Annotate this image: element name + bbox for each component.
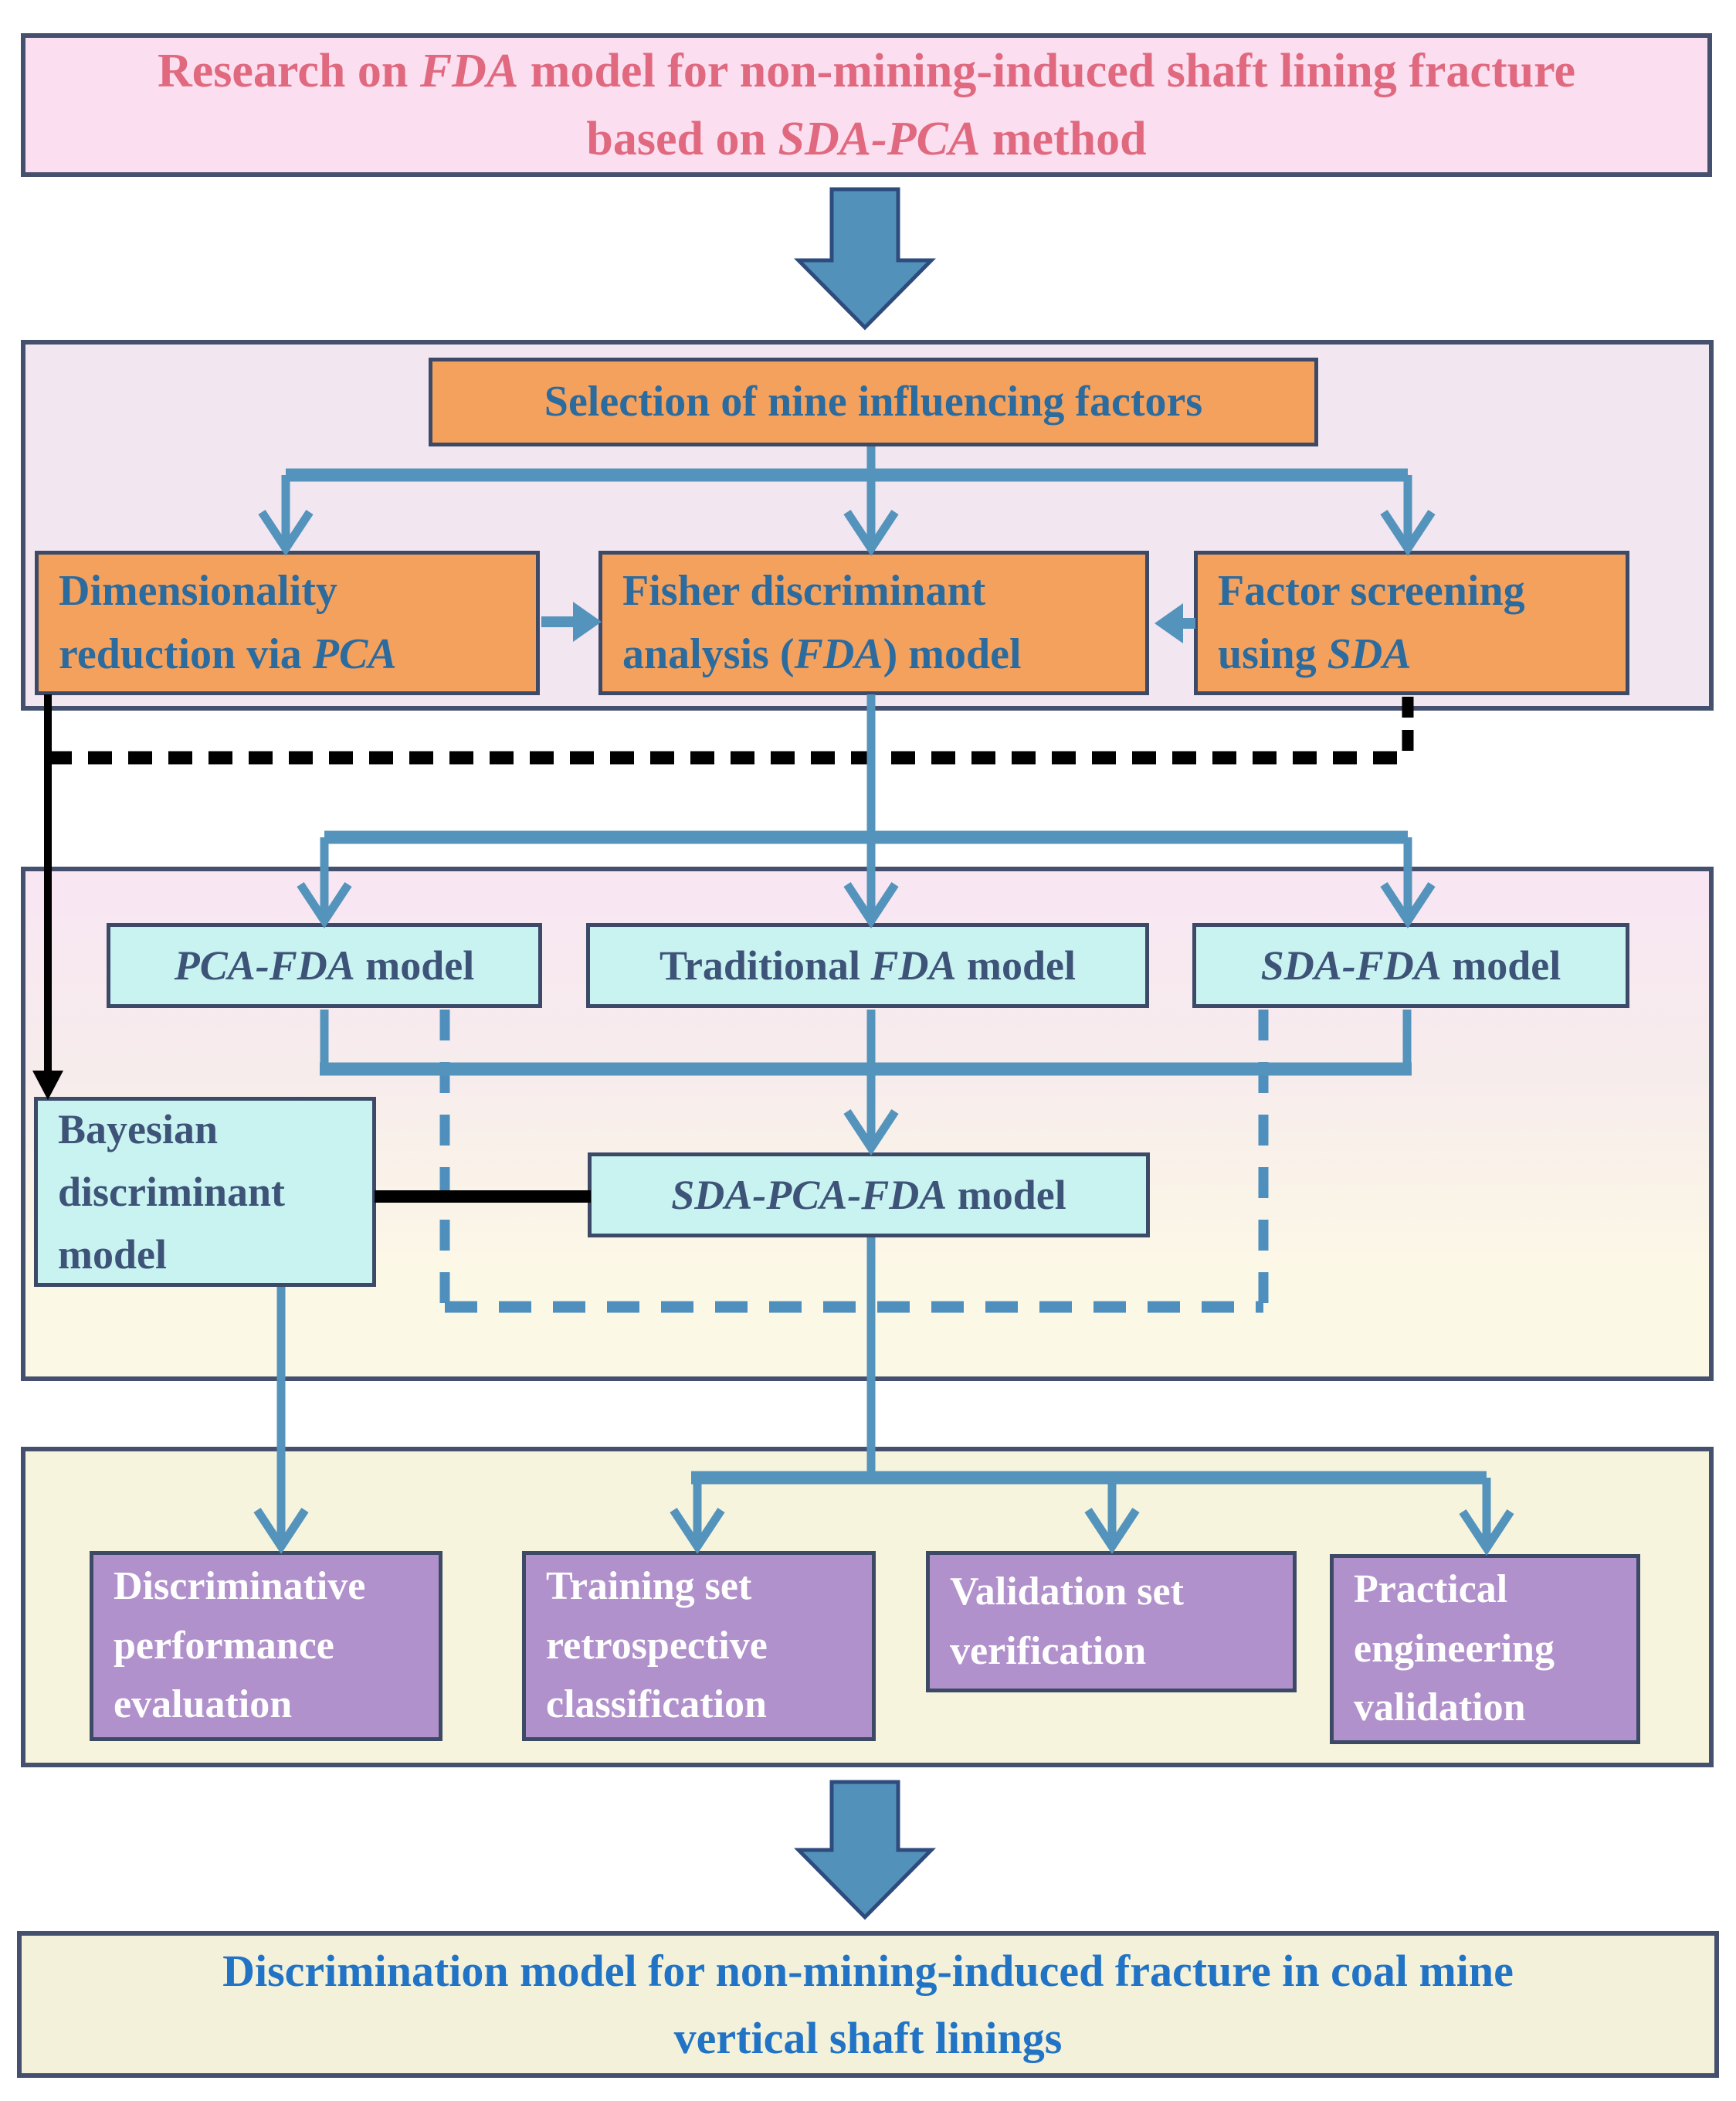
performance-evaluation-label: Discriminative performance evaluation (114, 1563, 366, 1727)
node-training-set-classification: Training set retrospective classificatio… (522, 1551, 876, 1741)
pca-fda-label: PCA-FDA model (174, 942, 475, 989)
research-title-label: Research on FDA model for non-mining-ind… (157, 44, 1575, 165)
node-factor-screening-sda: Factor screening using SDA (1194, 551, 1629, 695)
dimensionality-reduction-label: Dimensionality reduction via PCA (59, 567, 397, 678)
node-traditional-fda-model: Traditional FDA model (586, 923, 1149, 1008)
factor-screening-label: Factor screening using SDA (1218, 567, 1525, 678)
node-sda-pca-fda-model: SDA-PCA-FDA model (588, 1152, 1150, 1237)
block-arrow-down-bottom-icon (794, 1780, 936, 1920)
node-dimensionality-reduction-pca: Dimensionality reduction via PCA (35, 551, 540, 695)
fisher-fda-label: Fisher discriminant analysis (FDA) model (622, 567, 1022, 678)
traditional-fda-label: Traditional FDA model (659, 942, 1077, 989)
validation-set-label: Validation set verification (950, 1569, 1184, 1673)
node-discrimination-result: Discrimination model for non-mining-indu… (17, 1931, 1719, 2078)
node-selection-factors: Selection of nine influencing factors (429, 358, 1318, 446)
node-fisher-fda-model: Fisher discriminant analysis (FDA) model (598, 551, 1149, 695)
node-bayesian-discriminant-model: Bayesian discriminant model (34, 1097, 376, 1287)
node-sda-fda-model: SDA-FDA model (1192, 923, 1629, 1008)
node-pca-fda-model: PCA-FDA model (107, 923, 542, 1008)
node-research-title: Research on FDA model for non-mining-ind… (21, 33, 1712, 177)
selection-factors-label: Selection of nine influencing factors (544, 377, 1203, 426)
training-set-label: Training set retrospective classificatio… (546, 1563, 768, 1727)
sda-pca-fda-label: SDA-PCA-FDA model (671, 1171, 1066, 1218)
bayesian-label: Bayesian discriminant model (58, 1105, 286, 1278)
sda-fda-label: SDA-FDA model (1260, 942, 1561, 989)
result-label: Discrimination model for non-mining-indu… (222, 1946, 1514, 2063)
practical-validation-label: Practical engineering validation (1354, 1566, 1555, 1730)
block-arrow-down-icon (794, 187, 936, 331)
node-validation-set-verification: Validation set verification (926, 1551, 1297, 1692)
node-discriminative-performance-evaluation: Discriminative performance evaluation (90, 1551, 442, 1741)
node-practical-engineering-validation: Practical engineering validation (1330, 1554, 1640, 1744)
